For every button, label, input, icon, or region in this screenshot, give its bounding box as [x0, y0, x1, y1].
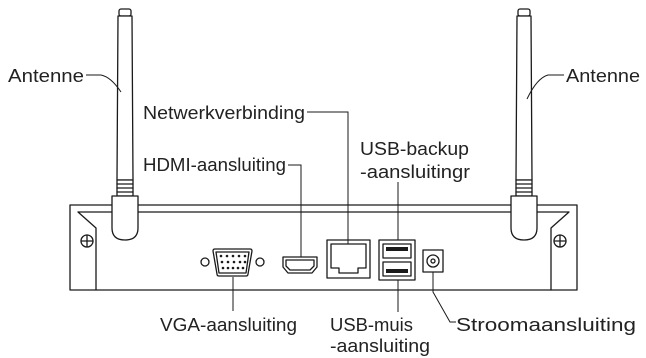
leader-lines [86, 74, 564, 323]
antenna-left-base [111, 195, 139, 241]
label-usb-backup-line1: USB-backup [360, 139, 469, 159]
screw-right-cross [553, 234, 567, 248]
leader-hdmi [288, 164, 302, 257]
usb-backup-tongue [386, 247, 408, 251]
screw-left-icon [80, 234, 94, 248]
leader-power [432, 272, 456, 323]
power-jack-pin [430, 258, 436, 264]
labels: Antenne Antenne Netwerkverbinding USB-ba… [8, 66, 640, 356]
antenna-left-tip [118, 8, 132, 17]
label-hdmi-connection: HDMI-aansluiting [143, 155, 286, 175]
label-vga-connection: VGA-aansluiting [160, 315, 297, 335]
vga-shell [212, 248, 253, 277]
antenna-left [111, 8, 139, 241]
leader-network [307, 111, 349, 244]
leader-antenna-left [86, 74, 122, 93]
vga-pins [219, 254, 247, 270]
vga-screw-right [255, 257, 265, 267]
usb-backup-port [382, 243, 412, 259]
usb-housing [378, 239, 416, 281]
chassis-bevel [77, 211, 570, 291]
vga-shell-inner [215, 251, 250, 274]
leader-antenna-right [526, 74, 564, 100]
label-power-connection: Stroomaansluiting [456, 315, 636, 335]
label-antenna-left: Antenne [8, 66, 84, 86]
power-jack [422, 249, 444, 273]
hdmi-port [282, 256, 318, 274]
chassis-outline [69, 204, 578, 291]
vga-port [200, 248, 265, 277]
ethernet-housing [326, 239, 371, 279]
screw-left-cross [80, 234, 94, 248]
antenna-right-rod [515, 15, 533, 181]
usb-mouse-tongue [386, 269, 408, 273]
power-jack-ring [426, 254, 440, 268]
vga-screw-left [200, 257, 210, 267]
label-antenna-right: Antenne [566, 66, 640, 86]
antenna-right-ribs [515, 183, 533, 193]
label-network-connection: Netwerkverbinding [143, 103, 305, 123]
label-usb-backup-line2: -aansluitingr [360, 162, 470, 182]
antenna-left-ribs [116, 183, 134, 193]
antenna-right [510, 8, 538, 241]
ethernet-port [326, 239, 371, 279]
label-usb-mouse-line2: -aansluiting [330, 336, 430, 356]
label-usb-mouse-line1: USB-muis [330, 315, 413, 335]
usb-mouse-port [382, 261, 412, 277]
hdmi-shell [282, 256, 318, 274]
power-jack-housing [422, 249, 444, 273]
antenna-right-tip [517, 8, 531, 17]
screw-right-icon [553, 234, 567, 248]
antenna-left-rod [116, 15, 134, 181]
antenna-right-base [510, 195, 538, 241]
hdmi-shell-inner [285, 259, 315, 271]
ethernet-socket [330, 243, 367, 274]
usb-ports [378, 239, 416, 281]
chassis [69, 204, 578, 291]
